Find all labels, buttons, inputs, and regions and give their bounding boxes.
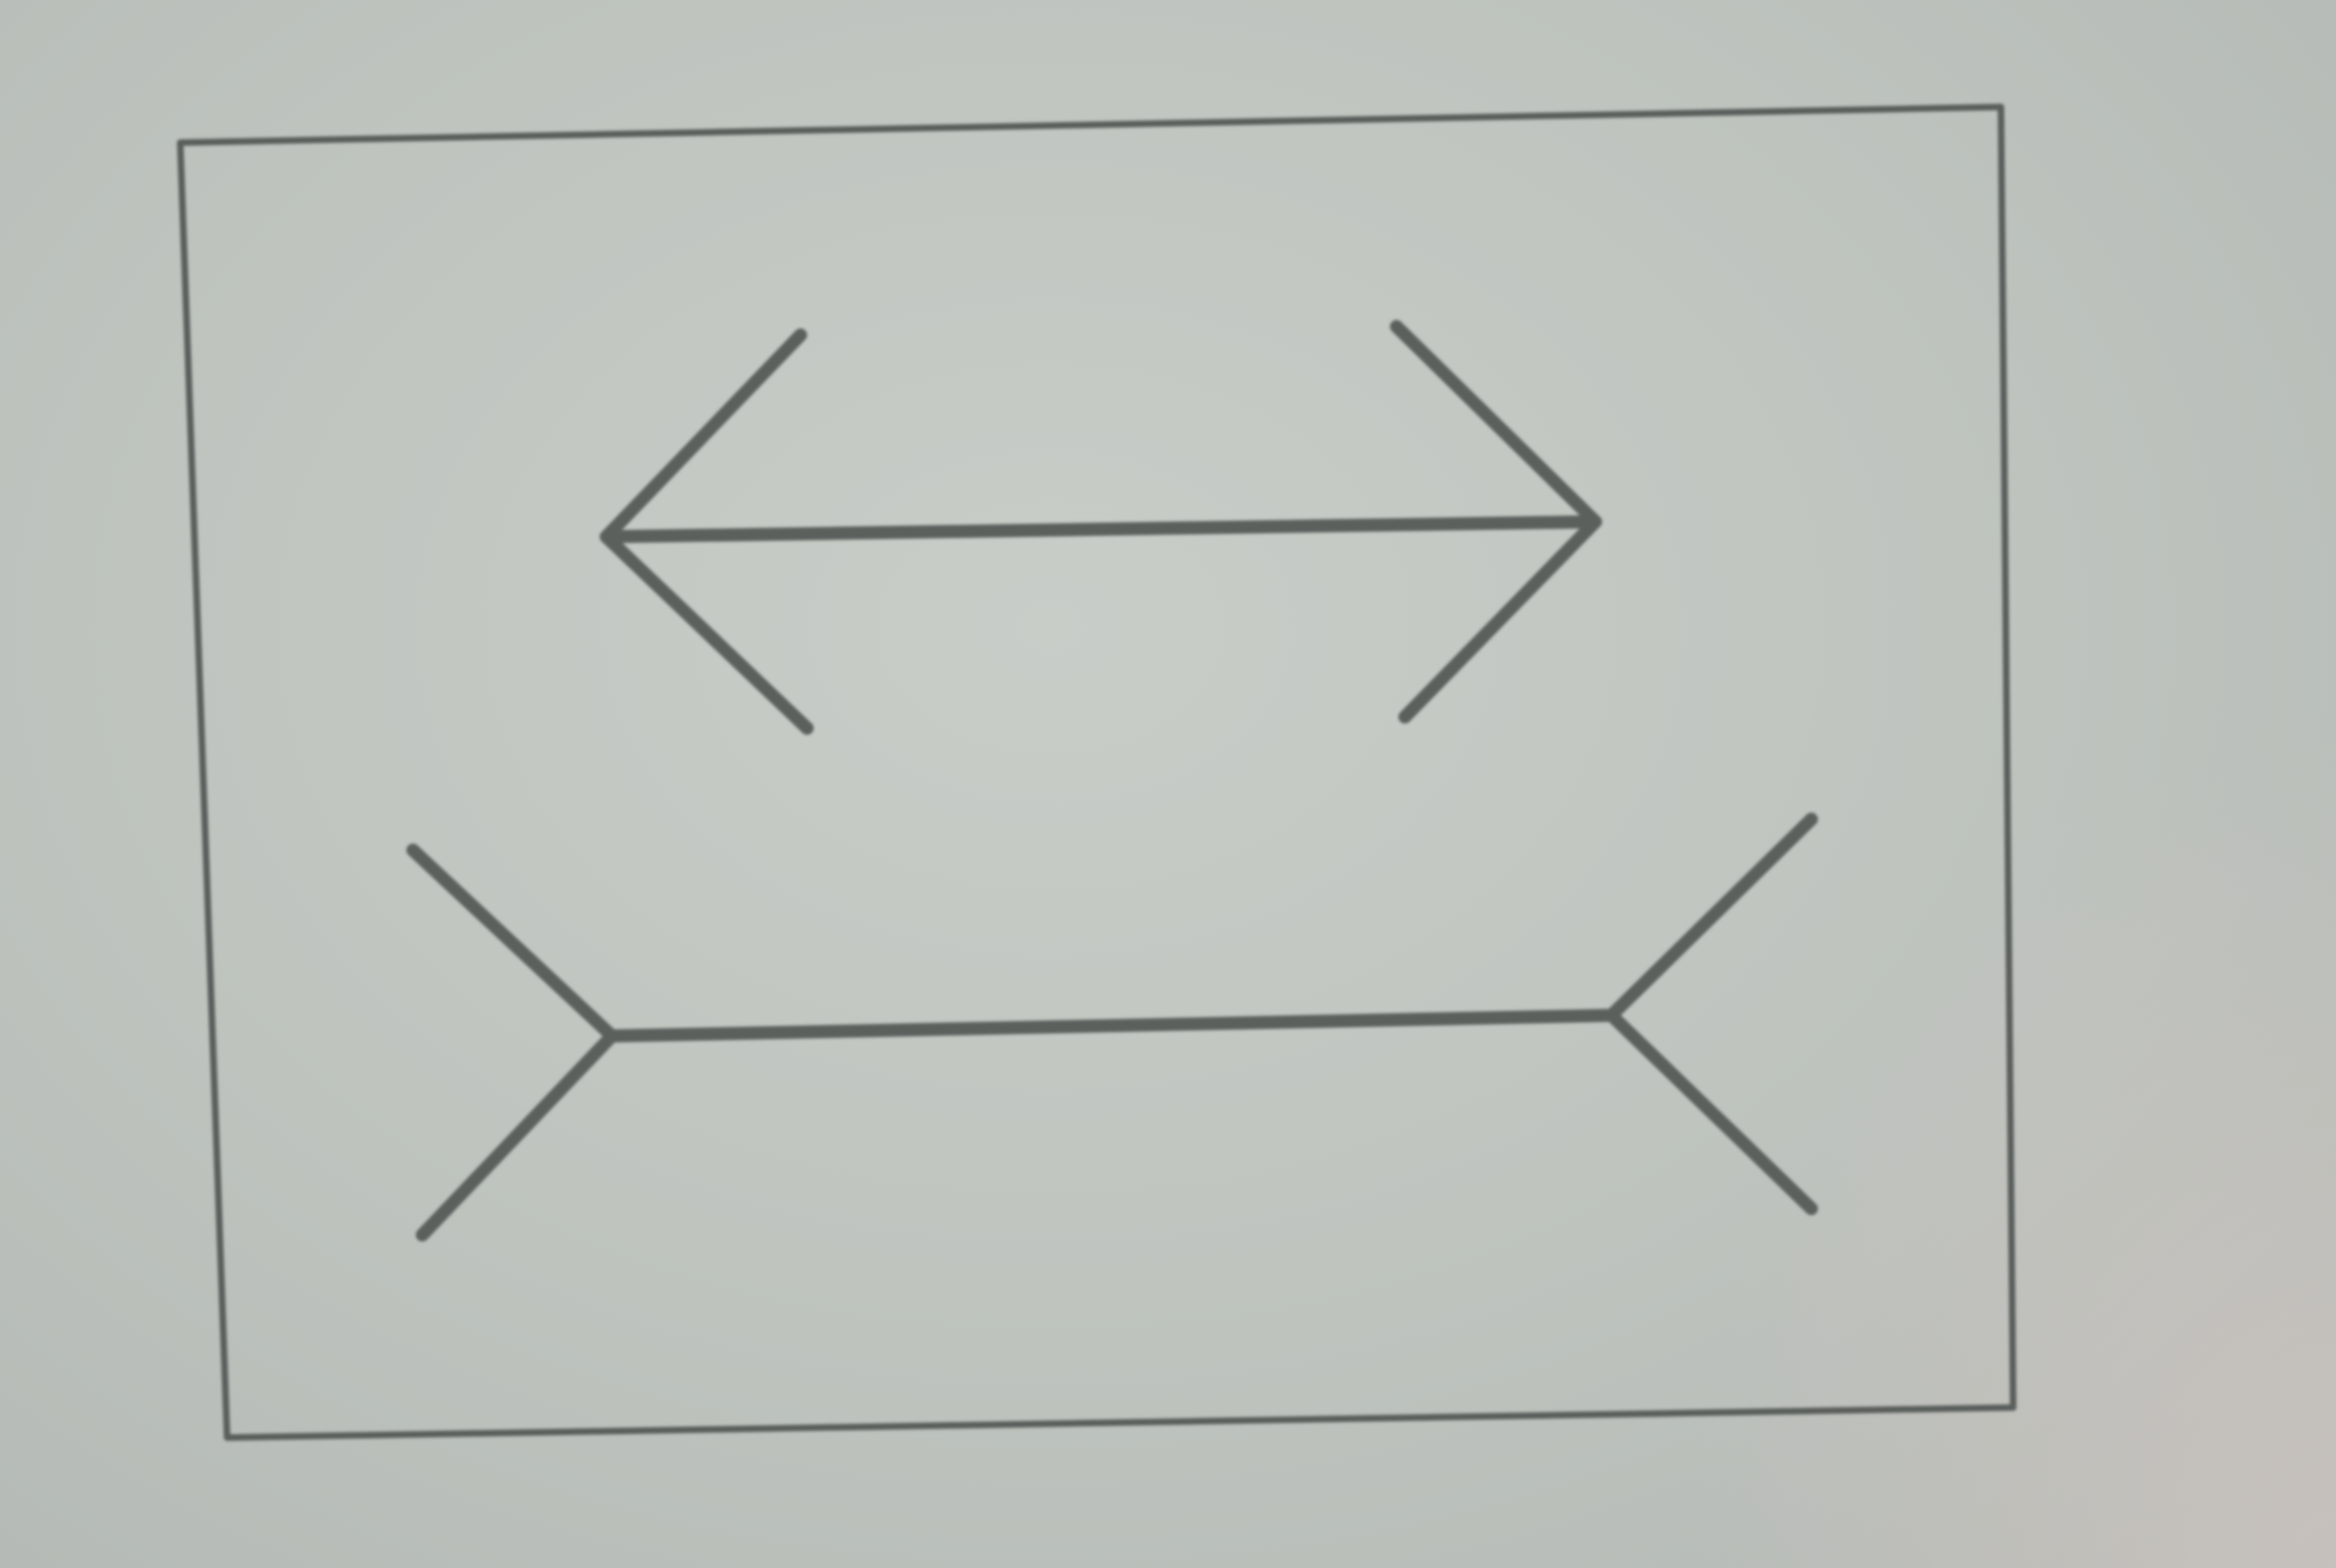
lower-shaft [605, 1009, 1618, 1043]
upper-shaft [600, 515, 1602, 543]
upper-left-arrowhead [600, 328, 814, 735]
frame-rectangle [176, 103, 2017, 1441]
upper-right-arrowhead [1390, 320, 1602, 723]
lower-right-fins [1605, 813, 1818, 1215]
lower-left-fins [406, 844, 618, 1241]
